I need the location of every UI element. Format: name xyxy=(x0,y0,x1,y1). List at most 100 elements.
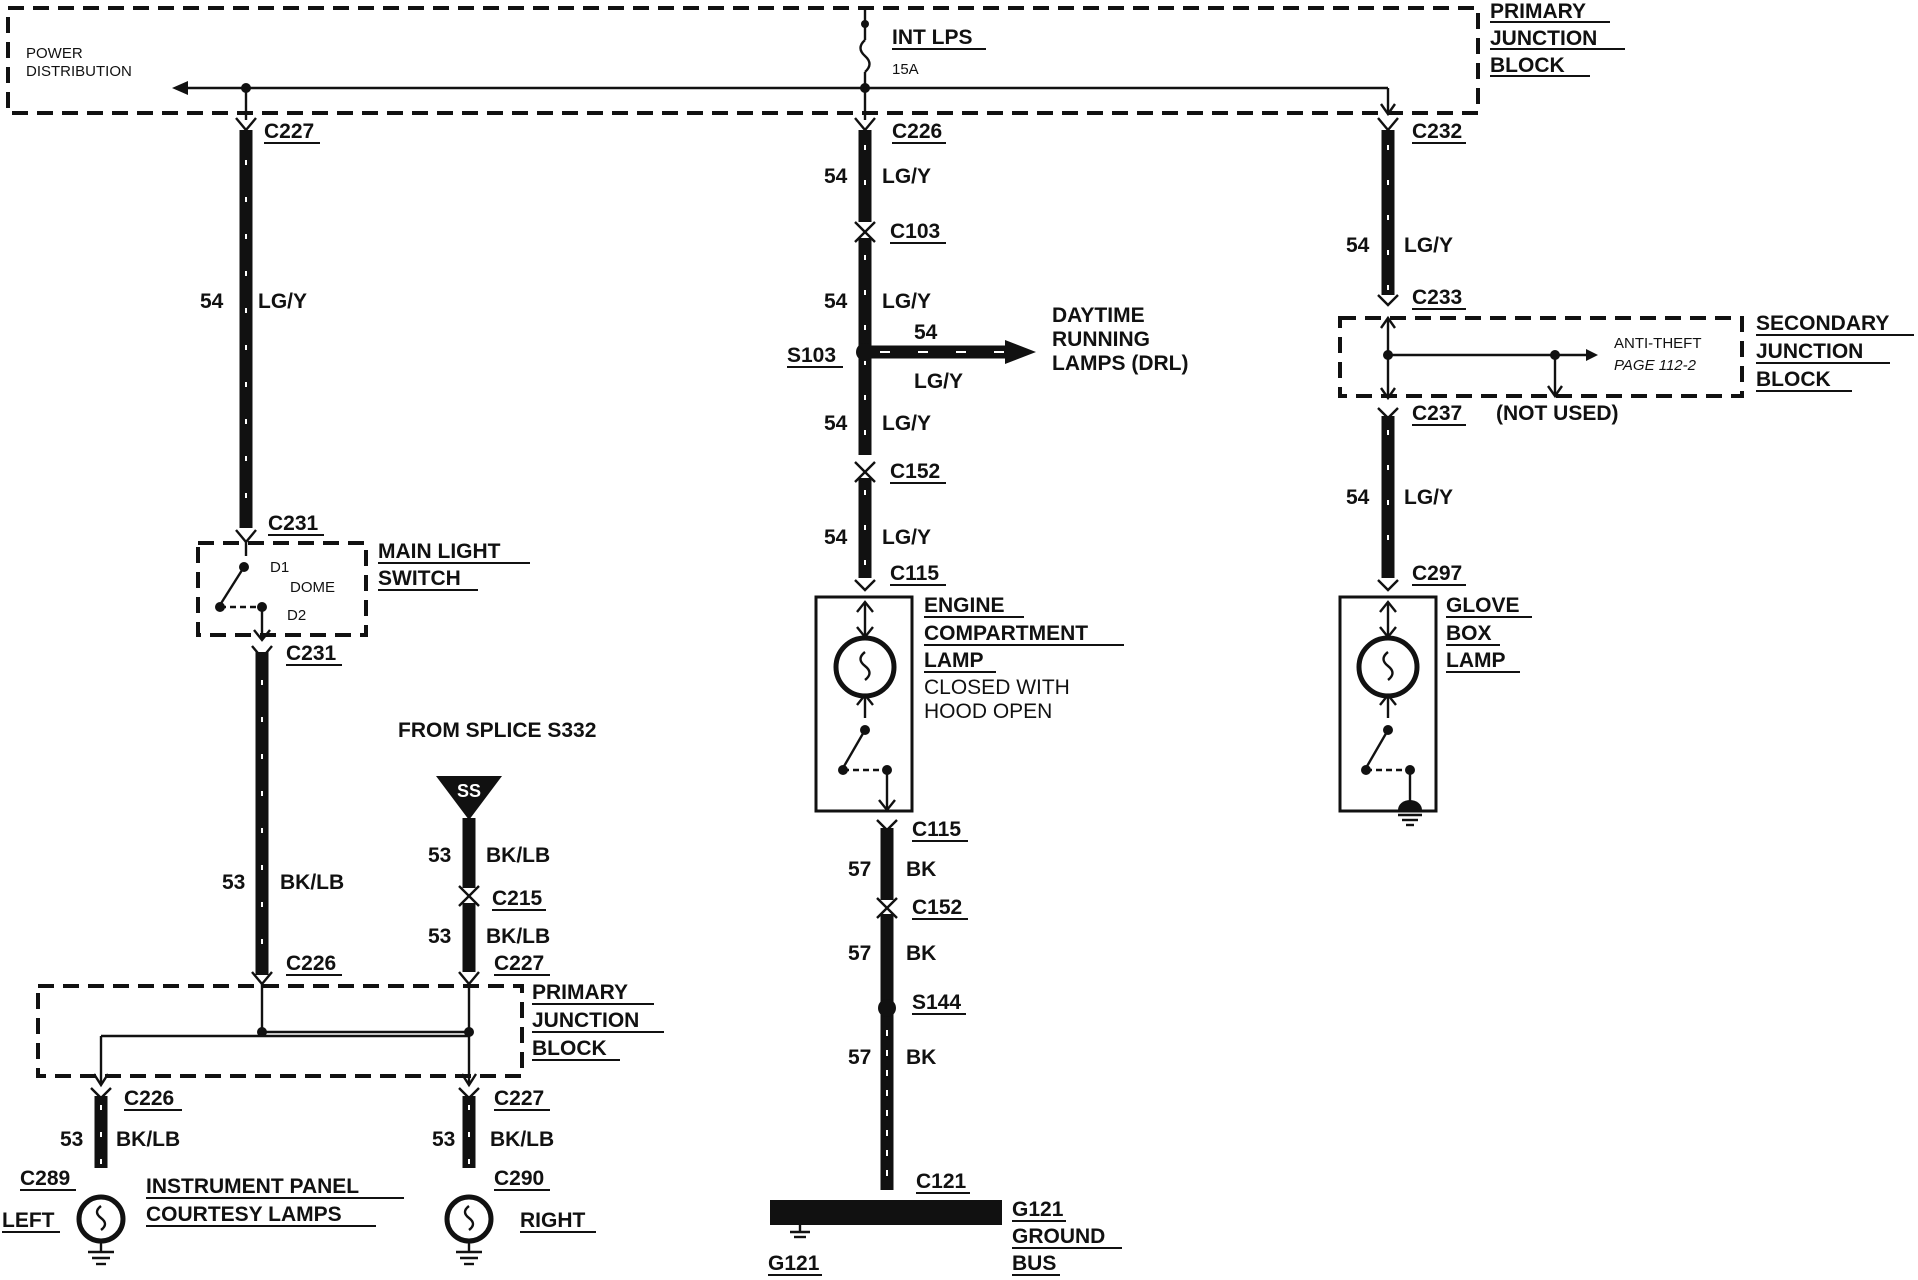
wire-lgy-center-d: LG/Y xyxy=(882,526,931,549)
wire-lgy-right-b: LG/Y xyxy=(1404,486,1453,509)
connector-c232: C232 xyxy=(1412,120,1462,143)
wire-54-right-a: 54 xyxy=(1346,234,1370,257)
wire-lgy-center-b: LG/Y xyxy=(882,290,931,313)
connector-s103: S103 xyxy=(787,344,836,367)
wire-54-drl: 54 xyxy=(914,321,938,344)
wire-54-center-c: 54 xyxy=(824,412,848,435)
wire-57-a: 57 xyxy=(848,858,871,881)
wire-bk-c: BK xyxy=(906,1046,936,1069)
engine-lamp-note-2: HOOD OPEN xyxy=(924,700,1052,723)
connector-c115-a: C115 xyxy=(890,562,939,585)
connector-g121-left: G121 xyxy=(768,1252,820,1275)
connector-c152-a: C152 xyxy=(890,460,940,483)
connector-c215: C215 xyxy=(492,887,543,910)
anti-theft-label-1: ANTI-THEFT xyxy=(1614,335,1702,352)
connector-c226-left: C226 xyxy=(286,952,336,975)
secondary-jb-label-2: JUNCTION xyxy=(1756,340,1863,363)
not-used-label: (NOT USED) xyxy=(1496,402,1619,425)
connector-c289: C289 xyxy=(20,1167,70,1190)
splice-ss-icon xyxy=(436,776,502,820)
ground-bus-bar xyxy=(770,1200,1002,1225)
wire-54-center-d: 54 xyxy=(824,526,848,549)
left-label: LEFT xyxy=(2,1209,55,1232)
secondary-jb-label-3: BLOCK xyxy=(1756,368,1831,391)
main-light-switch-label-1: MAIN LIGHT xyxy=(378,540,501,563)
engine-lamp-note-1: CLOSED WITH xyxy=(924,676,1070,699)
drl-label-3: LAMPS (DRL) xyxy=(1052,352,1188,375)
wire-54-center-b: 54 xyxy=(824,290,848,313)
wire-bklb-left-lamp: BK/LB xyxy=(116,1128,180,1151)
connector-c115-b: C115 xyxy=(912,818,961,841)
wire-lgy-left: LG/Y xyxy=(258,290,307,313)
wire-bklb-splice-b: BK/LB xyxy=(486,925,550,948)
switch-d1: D1 xyxy=(270,559,289,576)
switch-dome: DOME xyxy=(290,579,335,596)
engine-lamp-label-3: LAMP xyxy=(924,649,984,672)
primary-jb-top-label-1: PRIMARY xyxy=(1490,0,1586,23)
drl-label-1: DAYTIME xyxy=(1052,304,1145,327)
wire-54-left: 54 xyxy=(200,290,224,313)
connector-c227-top: C227 xyxy=(264,120,314,143)
fuse-rating: 15A xyxy=(892,61,919,78)
primary-junction-block-bottom xyxy=(36,984,524,1078)
power-distribution-label-1: POWER xyxy=(26,45,83,62)
secondary-jb-label-1: SECONDARY xyxy=(1756,312,1889,335)
glove-lamp-label-2: BOX xyxy=(1446,622,1492,645)
fuse-icon xyxy=(859,39,871,73)
from-splice-label: FROM SPLICE S332 xyxy=(398,719,596,742)
fuse-name: INT LPS xyxy=(892,26,973,49)
wire-lgy-right-a: LG/Y xyxy=(1404,234,1453,257)
connector-c231-bottom: C231 xyxy=(286,642,337,665)
wire-54-right-b: 54 xyxy=(1346,486,1370,509)
splice-s144 xyxy=(878,999,896,1017)
connector-c227-mid: C227 xyxy=(494,952,544,975)
ip-lamps-label-2: COURTESY LAMPS xyxy=(146,1203,342,1226)
wire-53-splice-b: 53 xyxy=(428,925,451,948)
primary-jb-bottom-label-3: BLOCK xyxy=(532,1037,607,1060)
wire-57-c: 57 xyxy=(848,1046,871,1069)
connector-s144: S144 xyxy=(912,991,961,1014)
connector-c237: C237 xyxy=(1412,402,1462,425)
wire-lgy-center-c: LG/Y xyxy=(882,412,931,435)
connector-c231-top: C231 xyxy=(268,512,319,535)
splice-s103 xyxy=(856,343,874,361)
wire-bklb-right-lamp: BK/LB xyxy=(490,1128,554,1151)
ground-bus-label-1: G121 xyxy=(1012,1198,1064,1221)
connector-c103: C103 xyxy=(890,220,940,243)
connector-c121: C121 xyxy=(916,1170,967,1193)
ground-bus-label-3: BUS xyxy=(1012,1252,1056,1275)
connector-c290: C290 xyxy=(494,1167,544,1190)
wire-53-left-lamp: 53 xyxy=(60,1128,83,1151)
wire-lgy-drl: LG/Y xyxy=(914,370,963,393)
wire-53-right-lamp: 53 xyxy=(432,1128,455,1151)
wire-53-splice-a: 53 xyxy=(428,844,451,867)
connector-c152-b: C152 xyxy=(912,896,962,919)
wire-bklb-splice-a: BK/LB xyxy=(486,844,550,867)
main-light-switch-label-2: SWITCH xyxy=(378,567,461,590)
main-light-switch-box xyxy=(196,541,368,637)
splice-ss-text: SS xyxy=(457,781,481,801)
drl-arrow xyxy=(1005,340,1036,364)
wire-57-b: 57 xyxy=(848,942,871,965)
connector-c226-center: C226 xyxy=(892,120,942,143)
wire-bk-a: BK xyxy=(906,858,936,881)
switch-d2: D2 xyxy=(287,607,306,624)
primary-jb-top-label-2: JUNCTION xyxy=(1490,27,1597,50)
connector-c297: C297 xyxy=(1412,562,1462,585)
engine-compartment-lamp-box xyxy=(814,595,914,813)
glove-box-lamp-box xyxy=(1338,595,1438,813)
primary-jb-top-label-3: BLOCK xyxy=(1490,54,1565,77)
power-distribution-arrow xyxy=(172,81,188,95)
glove-lamp-label-1: GLOVE xyxy=(1446,594,1520,617)
connector-c226-lower: C226 xyxy=(124,1087,174,1110)
primary-junction-block-top xyxy=(6,6,1480,115)
wire-bklb-mid: BK/LB xyxy=(280,871,344,894)
engine-lamp-label-1: ENGINE xyxy=(924,594,1005,617)
primary-jb-bottom-label-1: PRIMARY xyxy=(532,981,628,1004)
wire-53-mid: 53 xyxy=(222,871,245,894)
primary-jb-bottom-label-2: JUNCTION xyxy=(532,1009,639,1032)
power-distribution-label-2: DISTRIBUTION xyxy=(26,63,132,80)
engine-lamp-label-2: COMPARTMENT xyxy=(924,622,1088,645)
ground-bus-label-2: GROUND xyxy=(1012,1225,1105,1248)
